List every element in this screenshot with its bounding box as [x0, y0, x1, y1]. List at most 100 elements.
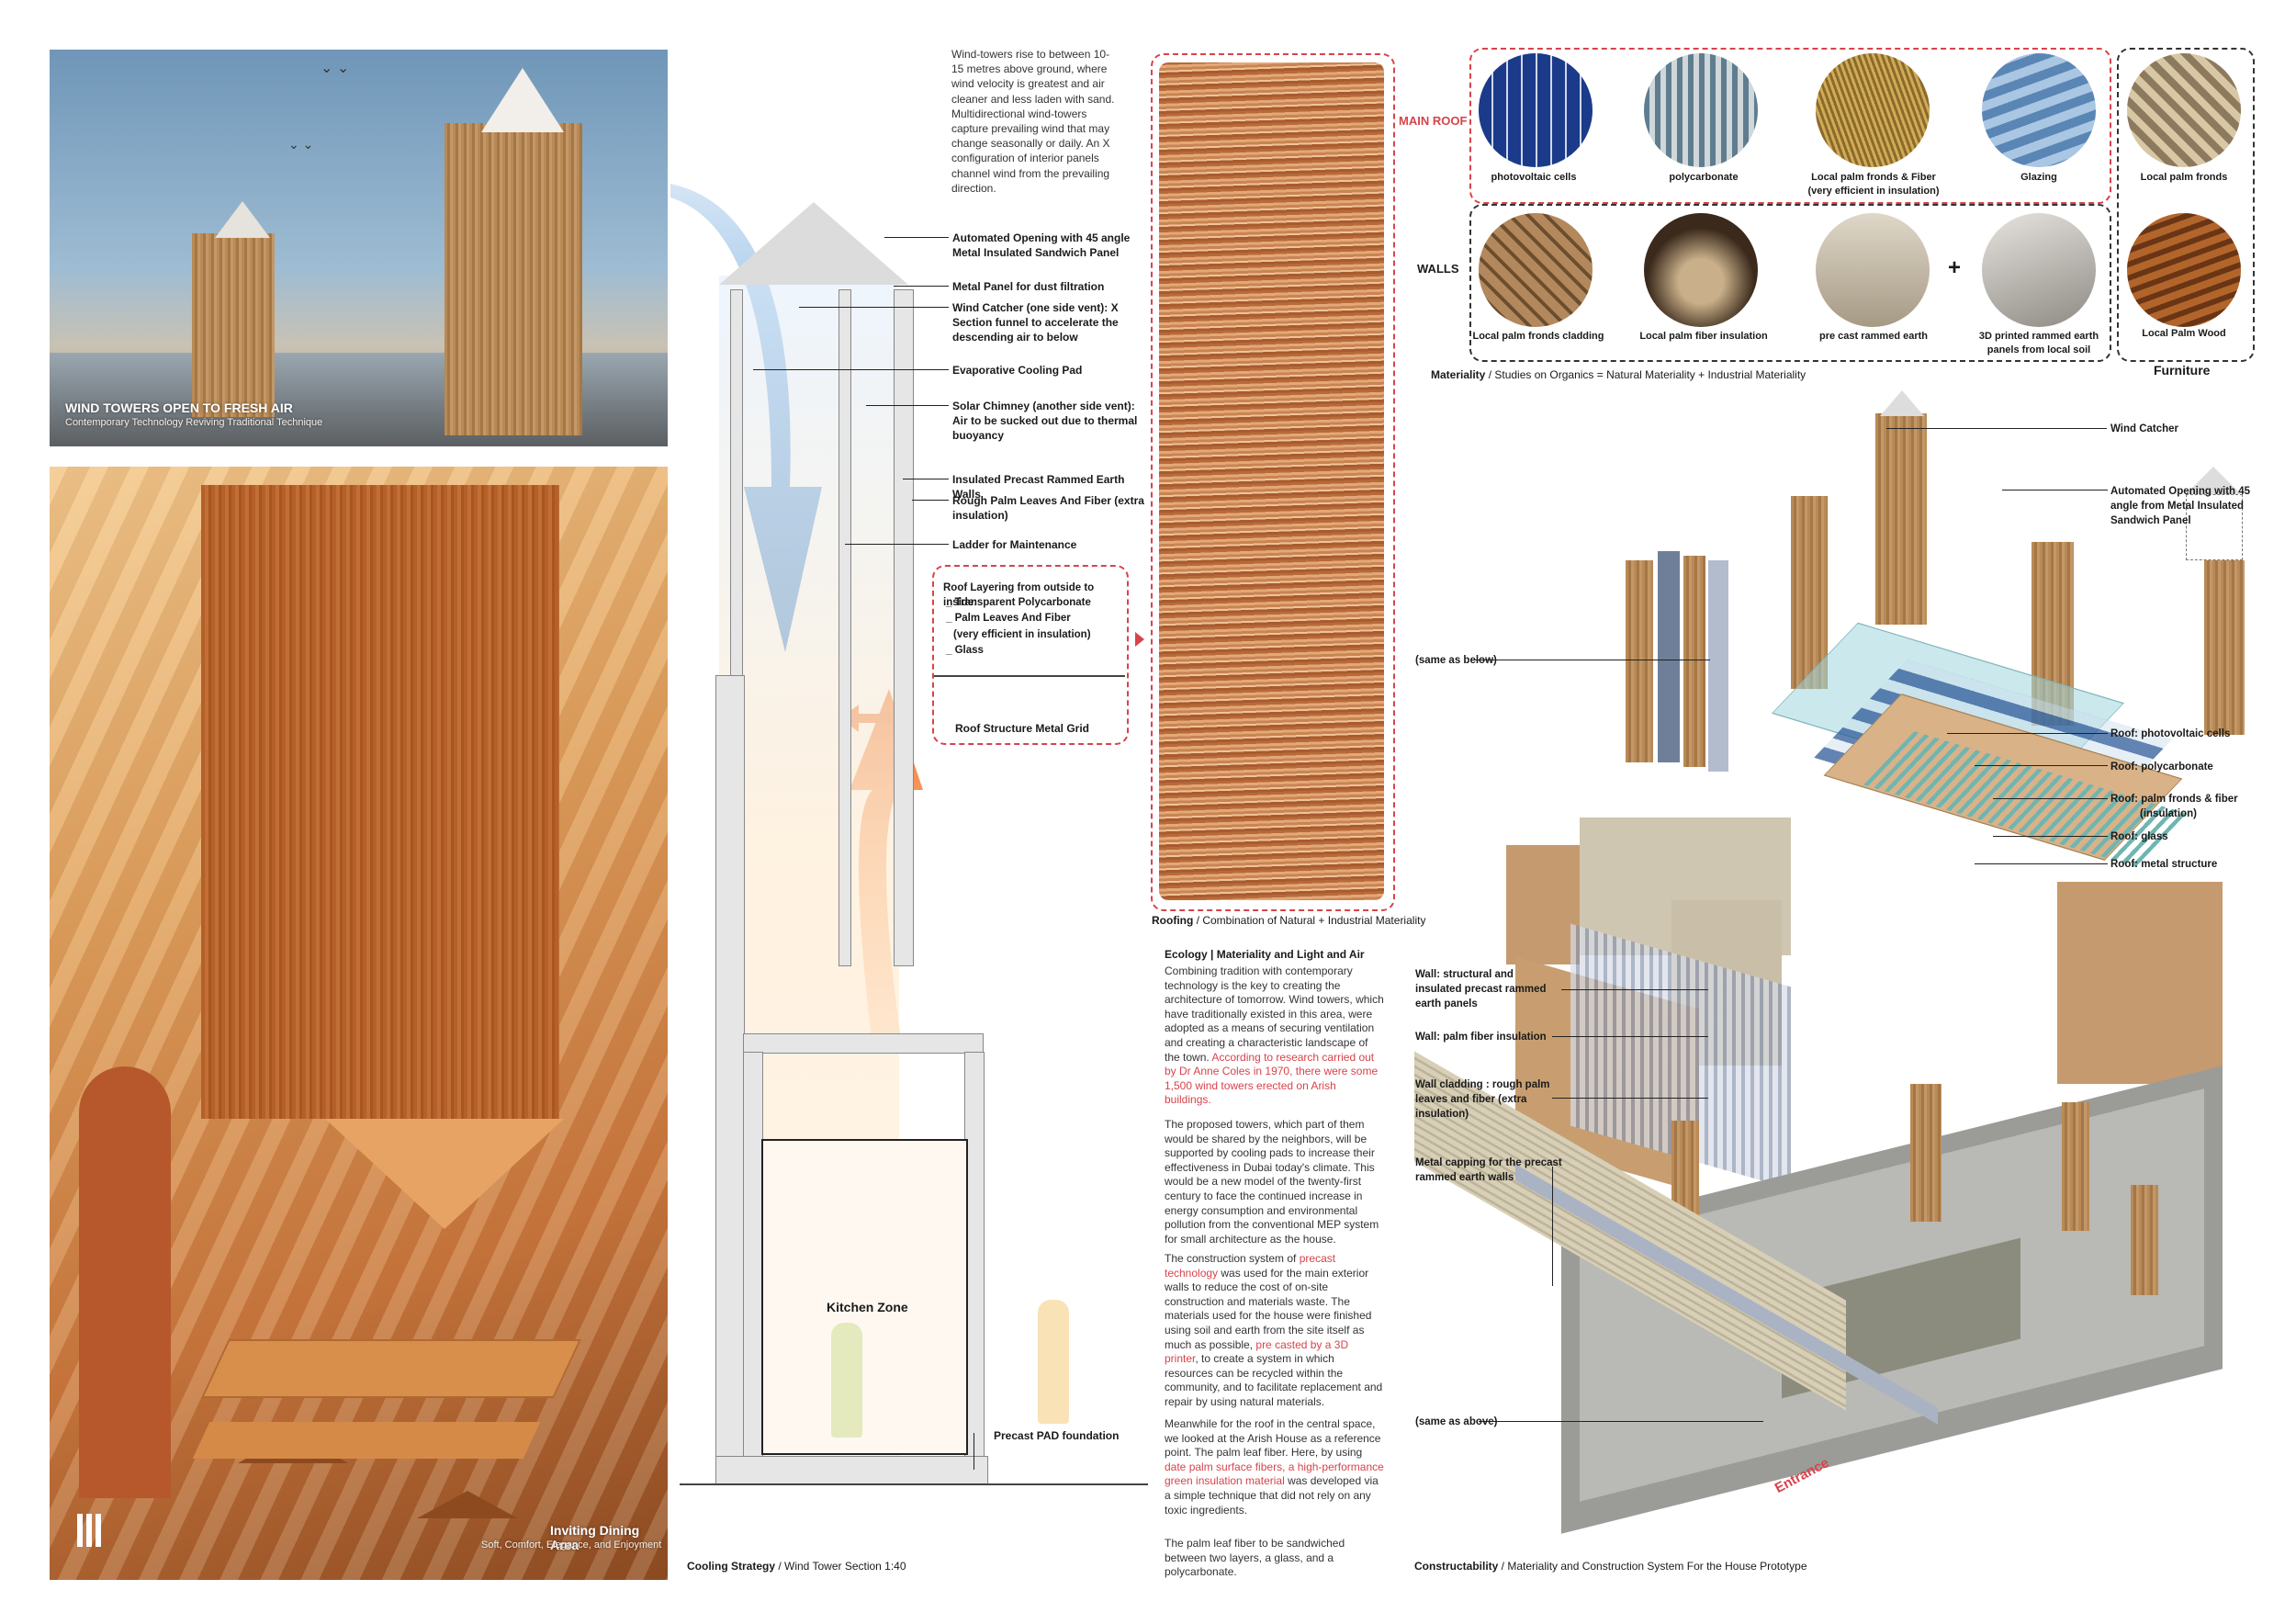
axo-label-auto-opening: Automated Opening with 45 angle from Met…	[2110, 486, 2251, 526]
axonometric-diagram: Entrance	[1396, 386, 2278, 1562]
polycarbonate-swatch	[1644, 53, 1758, 167]
axo-label-roof-metal: Roof: metal structure	[2110, 859, 2218, 870]
3d-printed-swatch	[1982, 213, 2096, 327]
short-tower-cap	[215, 201, 270, 238]
palm-fronds-swatch	[1816, 53, 1930, 167]
section-footer: Cooling Strategy / Wind Tower Section 1:…	[687, 1560, 906, 1573]
axo-label-wall-struct: Wall: structural and insulated precast r…	[1415, 969, 1547, 1009]
axo-label-wind-catcher: Wind Catcher	[2110, 423, 2179, 434]
photo-top-subtitle: Contemporary Technology Reviving Traditi…	[65, 417, 323, 428]
wind-towers-render: ⌄ ⌄ ⌄ ⌄ WIND TOWERS OPEN TO FRESH AIR Co…	[50, 50, 668, 446]
label-palm-wood: Local Palm Wood	[2142, 328, 2226, 339]
roof-layer-2: _ Palm Leaves And Fiber	[946, 613, 1071, 624]
kitchen-zone-label: Kitchen Zone	[827, 1300, 908, 1314]
label-glazing: Glazing	[2020, 172, 2057, 183]
label-palm-fronds-note: (very efficient in insulation)	[1807, 186, 1940, 197]
axo-cap	[2186, 467, 2241, 494]
label-cooling-pad: Evaporative Cooling Pad	[952, 364, 1083, 377]
main-roof-label: MAIN ROOF	[1399, 114, 1468, 128]
kitchen-opening	[761, 1139, 968, 1455]
tall-tower-cap	[481, 68, 564, 132]
person-silhouette	[1038, 1300, 1069, 1424]
logo-bars-icon	[77, 1514, 101, 1547]
suspended-volume	[201, 485, 559, 1119]
label-precast-earth: pre cast rammed earth	[1819, 331, 1928, 342]
arched-door	[79, 1066, 171, 1498]
chimney-panel	[838, 289, 851, 966]
axo-label-roof-palm: Roof: palm fronds & fiber	[2110, 794, 2238, 805]
axo-upper-wall	[1506, 845, 1580, 964]
axo-label-wall-fiber: Wall: palm fiber insulation	[1415, 1032, 1547, 1043]
label-3d-printed-note: panels from local soil	[1986, 344, 2091, 355]
label-palm-fronds: Local palm fronds & Fiber	[1811, 172, 1936, 183]
tall-tower	[445, 123, 582, 435]
photo-bottom-subtitle: Soft, Comfort, Elegance, and Enjoyment	[481, 1539, 662, 1551]
foundation-label: Precast PAD foundation	[994, 1429, 1120, 1442]
kitchen-roof-slab	[743, 1033, 984, 1054]
axo-label-roof-pv: Roof: photovoltaic cells	[2110, 728, 2231, 739]
constructability-footer: Constructability / Materiality and Const…	[1414, 1560, 1807, 1573]
bird-icon: ⌄ ⌄	[321, 61, 350, 76]
ecology-p2: The proposed towers, which part of them …	[1165, 1118, 1379, 1246]
roof-structure-label: Roof Structure Metal Grid	[955, 722, 1090, 735]
photo-bottom-title: Inviting Dining Area	[550, 1523, 640, 1552]
cladding-swatch	[1479, 213, 1593, 327]
axo-panel	[1683, 556, 1705, 767]
label-palm-fronds-furniture: Local palm fronds	[2140, 172, 2228, 183]
roofing-texture-frame	[1151, 53, 1395, 911]
roof-layer-1: _ Transparent Polycarbonate	[946, 597, 1091, 608]
axo-label-same-above: (same as above)	[1415, 1416, 1498, 1427]
walls-label: WALLS	[1417, 262, 1459, 276]
label-solar-chimney: Solar Chimney (another side vent): Air t…	[952, 400, 1138, 442]
roof-layer-2-note: (very efficient in insulation)	[953, 629, 1091, 640]
outer-wall	[715, 675, 745, 1485]
label-auto-opening: Automated Opening with 45 angle Metal In…	[952, 231, 1131, 259]
axo-label-wall-cladding: Wall cladding : rough palm leaves and fi…	[1415, 1079, 1550, 1120]
photo-top-title: WIND TOWERS OPEN TO FRESH AIR	[65, 400, 293, 415]
palm-fiber-texture	[1159, 62, 1384, 900]
axo-label-metal-capping: Metal capping for the precast rammed ear…	[1415, 1157, 1562, 1183]
volume-funnel	[325, 1119, 564, 1229]
person-silhouette	[831, 1323, 862, 1438]
axo-upper-wall	[2057, 882, 2223, 1084]
label-dust-panel: Metal Panel for dust filtration	[952, 280, 1105, 293]
pendant-lamp-2	[417, 1491, 518, 1518]
ecology-title: Ecology | Materiality and Light and Air	[1165, 948, 1365, 961]
axo-panel	[1626, 560, 1653, 762]
glazing-swatch	[1982, 53, 2096, 167]
furniture-box	[2117, 48, 2255, 362]
short-tower	[192, 233, 275, 417]
ground-line	[680, 1483, 1148, 1485]
roof-layer-3: _ Glass	[946, 645, 984, 656]
dining-area-render: Inviting Dining Area Soft, Comfort, Eleg…	[50, 467, 668, 1580]
label-rammed-walls: Insulated Precast Rammed Earth Walls	[952, 473, 1125, 501]
axo-label-roof-poly: Roof: polycarbonate	[2110, 761, 2213, 773]
axo-tower	[1875, 413, 1927, 625]
ecology-p4: Meanwhile for the roof in the central sp…	[1165, 1417, 1384, 1517]
label-poly: polycarbonate	[1669, 172, 1739, 183]
axo-panel	[1658, 551, 1680, 762]
axo-tower	[2204, 560, 2245, 735]
label-3d-printed: 3D printed rammed earth	[1978, 331, 2099, 342]
tower-wall-left	[730, 289, 743, 695]
ecology-p1: Combining tradition with contemporary te…	[1165, 964, 1384, 1107]
furniture-label: Furniture	[2154, 363, 2211, 378]
label-pv: photovoltaic cells	[1491, 172, 1577, 183]
materiality-footer: Materiality / Studies on Organics = Natu…	[1431, 368, 1806, 381]
plus-sign: +	[1948, 255, 1962, 280]
axo-tower	[1791, 496, 1828, 689]
tower-wall-right	[894, 289, 914, 966]
label-ladder: Ladder for Maintenance	[952, 538, 1077, 551]
ecology-p3: The construction system of precast techn…	[1165, 1252, 1383, 1408]
foundation	[715, 1456, 988, 1485]
axo-label-roof-glass: Roof: glass	[2110, 831, 2168, 842]
roof-layering-box	[932, 565, 1129, 745]
label-palm-leaves: Rough Palm Leaves And Fiber (extra insul…	[952, 494, 1144, 522]
label-wind-catcher: Wind Catcher (one side vent): X Section …	[952, 301, 1119, 344]
roof-line	[932, 675, 1125, 677]
fiber-insulation-swatch	[1644, 213, 1758, 327]
label-fiber-insulation: Local palm fiber insulation	[1639, 331, 1768, 342]
main-roof-box	[1469, 48, 2111, 204]
arrow-right-icon	[1135, 632, 1144, 647]
axo-panel	[1708, 560, 1728, 772]
